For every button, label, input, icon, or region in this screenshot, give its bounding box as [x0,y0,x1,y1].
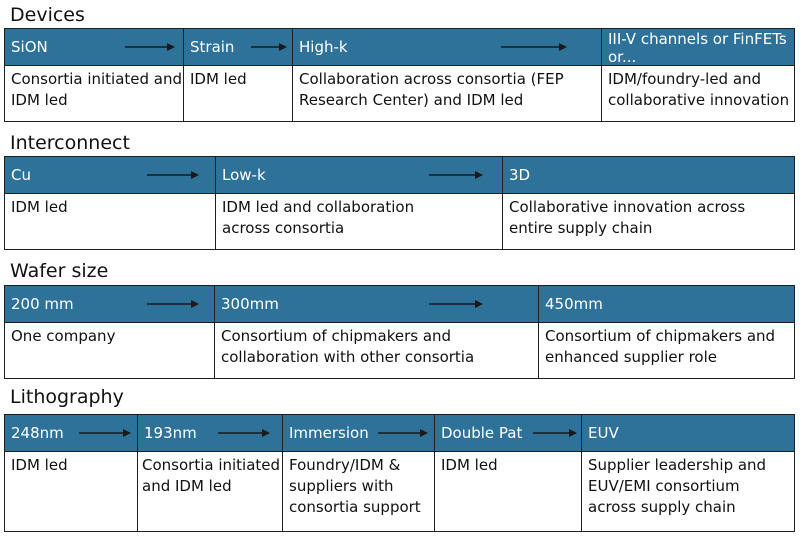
header-cell: 193nm [144,424,197,442]
arrow-icon [125,42,175,52]
body-cell: One company [11,327,116,345]
body-cell: Consortium of chipmakers and enhanced su… [545,327,776,366]
header-cell: Double Pat [441,424,523,442]
arrow-icon [429,170,483,180]
divider [214,286,215,322]
arrow-icon [533,428,577,438]
body-cell: IDM led and collaboration across consort… [222,198,415,237]
divider [581,452,582,531]
divider [538,323,539,378]
body-cell: Supplier leadership and EUV/EMI consorti… [588,456,767,516]
divider [538,286,539,322]
body-row: Consortia initiated and IDM led IDM led … [4,66,795,122]
body-cell: IDM led [441,456,498,474]
header-cell: High-k [299,38,348,56]
header-cell: 3D [509,166,531,184]
body-row: IDM led Consortia initiated and IDM led … [4,452,795,532]
section-title: Devices [10,4,85,26]
arrow-icon [501,42,567,52]
divider [215,157,216,193]
divider [214,323,215,378]
arrow-icon [79,428,131,438]
divider [137,415,138,451]
divider [215,194,216,249]
body-cell: IDM led [11,456,68,474]
divider [292,29,293,65]
header-row: 248nm 193nm Immersion Double Pat EUV [4,414,795,452]
divider [601,29,602,65]
arrow-icon [218,428,270,438]
divider [502,194,503,249]
body-cell: IDM led [190,70,247,88]
header-cell: 450mm [545,295,603,313]
header-cell: EUV [588,424,619,442]
header-cell: 300mm [221,295,279,313]
body-row: IDM led IDM led and collaboration across… [4,194,795,250]
section-title: Lithography [10,386,124,408]
arrow-icon [429,299,483,309]
arrow-icon [251,42,287,52]
body-cell: Consortia initiated and IDM led [11,70,183,109]
header-cell: III-V channels or FinFETs or... [608,30,787,66]
header-cell: Cu [11,166,31,184]
body-row: One company Consortium of chipmakers and… [4,323,795,379]
header-cell: Low-k [222,166,266,184]
divider [137,452,138,531]
divider [292,66,293,121]
body-cell: Consortium of chipmakers and collaborati… [221,327,475,366]
header-cell: 248nm [11,424,64,442]
divider [434,452,435,531]
divider [183,29,184,65]
header-row: 200 mm 300mm 450mm [4,285,795,323]
arrow-icon [147,170,199,180]
arrow-icon [147,299,199,309]
section-title: Wafer size [10,260,109,282]
header-cell: Immersion [289,424,369,442]
header-cell: 200 mm [11,295,74,313]
divider [183,66,184,121]
divider [282,415,283,451]
header-row: SiON Strain High-k III-V channels or Fin… [4,28,795,66]
divider [601,66,602,121]
arrow-icon [378,428,428,438]
header-row: Cu Low-k 3D [4,156,795,194]
divider [434,415,435,451]
divider [502,157,503,193]
header-cell: SiON [11,38,48,56]
body-cell: IDM/foundry-led and collaborative innova… [608,70,790,109]
body-cell: Collaboration across consortia (FEP Rese… [299,70,564,109]
divider [581,415,582,451]
body-cell: Foundry/IDM & suppliers with consortia s… [289,456,421,516]
divider [282,452,283,531]
section-title: Interconnect [10,132,130,154]
header-cell: Strain [190,38,235,56]
body-cell: Collaborative innovation across entire s… [509,198,746,237]
body-cell: Consortia initiated and IDM led [142,456,281,495]
body-cell: IDM led [11,198,68,216]
